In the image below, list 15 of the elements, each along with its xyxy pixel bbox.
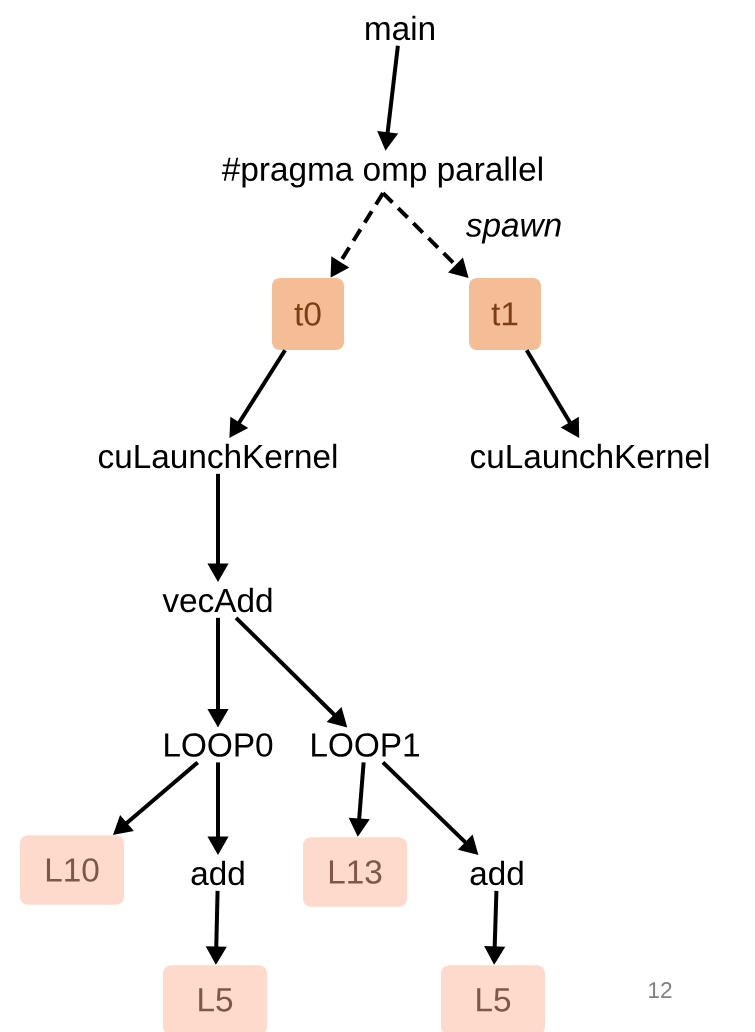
text-label: main — [366, 15, 434, 41]
text-label: #pragma omp parallel — [221, 156, 542, 188]
text-label: add — [191, 860, 244, 886]
text-label: cuLaunchKernel — [98, 443, 337, 469]
line-box: L5 — [163, 965, 267, 1032]
text-label: vecAdd — [162, 587, 272, 613]
text-label: add — [470, 860, 523, 886]
edge-label: spawn — [465, 218, 561, 244]
thread-box: t1 — [469, 278, 541, 350]
text-label: cuLaunchKernel — [470, 443, 709, 469]
text-label: LOOP1 — [312, 733, 419, 757]
page-number: 12 — [649, 982, 672, 998]
line-box: L5 — [441, 965, 545, 1032]
text-label: LOOP0 — [165, 733, 273, 757]
thread-box: t0 — [272, 278, 344, 350]
